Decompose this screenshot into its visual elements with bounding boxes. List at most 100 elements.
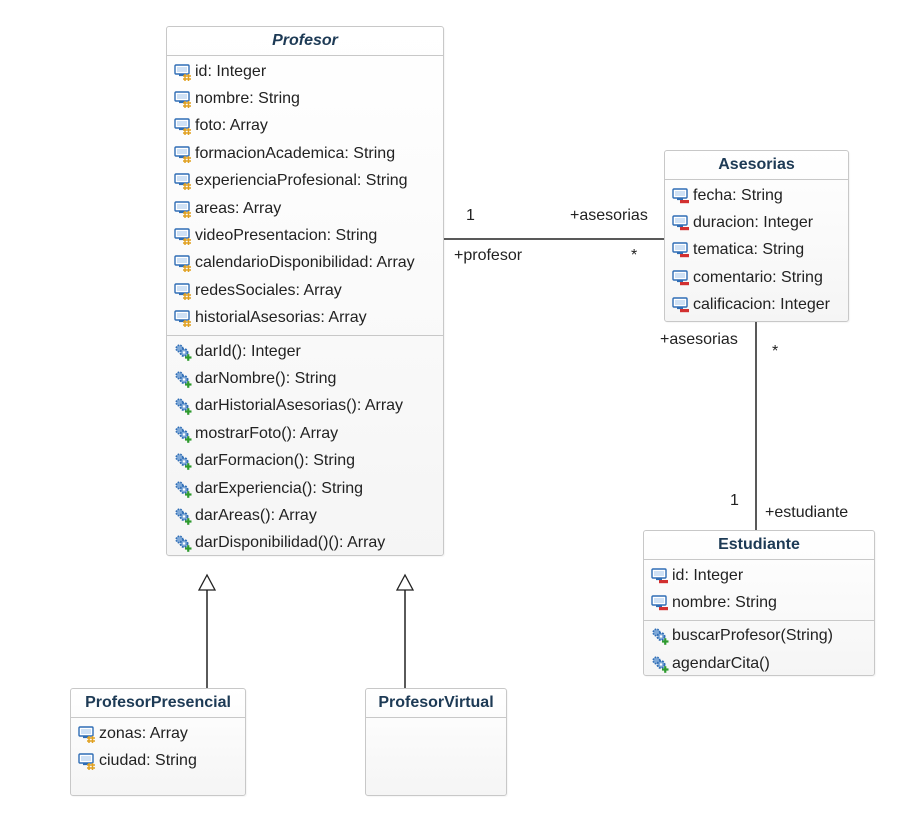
- attribute-text: calendarioDisponibilidad: Array: [195, 254, 415, 272]
- protected-attribute-icon: [174, 200, 192, 218]
- protected-attribute-icon: [174, 282, 192, 300]
- operations-section: buscarProfesor(String) agendarCita(): [644, 619, 874, 681]
- operation-text: buscarProfesor(String): [672, 627, 833, 645]
- attribute-row[interactable]: formacionAcademica: String: [167, 140, 443, 167]
- public-operation-icon: [174, 425, 192, 443]
- asesorias-multiplicity-bottom: *: [772, 343, 779, 360]
- operation-text: mostrarFoto(): Array: [195, 424, 339, 442]
- protected-attribute-icon: [174, 254, 192, 273]
- private-attribute-icon: [672, 269, 690, 287]
- attribute-row[interactable]: calificacion: Integer: [665, 292, 848, 319]
- attribute-text: foto: Array: [195, 117, 268, 135]
- attribute-row[interactable]: videoPresentacion: String: [167, 222, 443, 249]
- attribute-row[interactable]: zonas: Array: [71, 720, 245, 747]
- private-attribute-icon: [672, 296, 690, 314]
- attribute-text: id: Integer: [195, 62, 267, 80]
- class-name: ProfesorPresencial: [71, 689, 245, 718]
- public-operation-icon: [174, 370, 192, 388]
- estudiante-role: +estudiante: [765, 504, 849, 521]
- public-operation-icon: [651, 655, 669, 673]
- asesorias-multiplicity-top: *: [631, 247, 638, 264]
- class-name: ProfesorVirtual: [366, 689, 506, 718]
- operation-text: darHistorialAsesorias(): Array: [195, 397, 404, 415]
- protected-attribute-icon: [174, 90, 192, 109]
- protected-attribute-icon: [78, 725, 96, 743]
- attributes-section: zonas: Array ciudad: String: [71, 718, 245, 778]
- attribute-row[interactable]: id: Integer: [167, 58, 443, 85]
- operation-row[interactable]: darExperiencia(): String: [167, 475, 443, 502]
- operation-text: darFormacion(): String: [195, 452, 356, 470]
- operation-row[interactable]: darHistorialAsesorias(): Array: [167, 393, 443, 420]
- class-profesor[interactable]: Profesor id: Integer nombre: String foto…: [166, 26, 444, 556]
- private-attribute-icon: [672, 241, 690, 259]
- operation-row[interactable]: darFormacion(): String: [167, 447, 443, 474]
- attribute-row[interactable]: experienciaProfesional: String: [167, 168, 443, 195]
- protected-attribute-icon: [174, 172, 192, 191]
- attribute-row[interactable]: historialAsesorias: Array: [167, 305, 443, 332]
- attribute-text: redesSociales: Array: [195, 281, 342, 299]
- attribute-row[interactable]: id: Integer: [644, 562, 874, 589]
- attribute-text: ciudad: String: [99, 752, 197, 770]
- class-name: Estudiante: [644, 531, 874, 560]
- generalization-arrowhead-presencial: [197, 573, 217, 591]
- attribute-row[interactable]: areas: Array: [167, 195, 443, 222]
- attribute-text: areas: Array: [195, 199, 282, 217]
- operation-row[interactable]: agendarCita(): [644, 650, 874, 677]
- attribute-row[interactable]: foto: Array: [167, 113, 443, 140]
- operation-row[interactable]: buscarProfesor(String): [644, 623, 874, 650]
- attribute-text: id: Integer: [672, 566, 744, 584]
- asesorias-role-top: +asesorias: [570, 207, 648, 224]
- attribute-text: nombre: String: [672, 594, 777, 612]
- attribute-row[interactable]: duracion: Integer: [665, 209, 848, 236]
- operation-text: darDisponibilidad()(): Array: [195, 534, 386, 552]
- operation-row[interactable]: darAreas(): Array: [167, 502, 443, 529]
- operation-text: darNombre(): String: [195, 369, 337, 387]
- protected-attribute-icon: [174, 117, 192, 136]
- class-asesorias[interactable]: Asesorias fecha: String duracion: Intege…: [664, 150, 849, 322]
- attribute-text: experienciaProfesional: String: [195, 172, 408, 190]
- attribute-row[interactable]: comentario: String: [665, 264, 848, 291]
- operations-section: darId(): Integer darNombre(): String dar…: [167, 334, 443, 560]
- attribute-row[interactable]: ciudad: String: [71, 747, 245, 774]
- class-profesor-presencial[interactable]: ProfesorPresencial zonas: Array ciudad: …: [70, 688, 246, 796]
- private-attribute-icon: [672, 214, 690, 232]
- generalization-arrowhead-virtual: [395, 573, 415, 591]
- attribute-row[interactable]: tematica: String: [665, 237, 848, 264]
- attribute-text: fecha: String: [693, 186, 783, 204]
- attribute-text: zonas: Array: [99, 724, 188, 742]
- class-estudiante[interactable]: Estudiante id: Integer nombre: String bu…: [643, 530, 875, 676]
- operation-row[interactable]: darId(): Integer: [167, 338, 443, 365]
- attribute-text: calificacion: Integer: [693, 296, 830, 314]
- class-profesor-virtual[interactable]: ProfesorVirtual: [365, 688, 507, 796]
- operation-text: darId(): Integer: [195, 342, 301, 360]
- private-attribute-icon: [672, 187, 690, 205]
- public-operation-icon: [174, 397, 192, 416]
- attribute-text: nombre: String: [195, 90, 300, 108]
- operation-text: darAreas(): Array: [195, 506, 317, 524]
- operation-row[interactable]: darDisponibilidad()(): Array: [167, 530, 443, 557]
- profesor-role: +profesor: [454, 247, 523, 264]
- attribute-text: videoPresentacion: String: [195, 227, 378, 245]
- public-operation-icon: [174, 480, 192, 498]
- operation-text: agendarCita(): [672, 654, 770, 672]
- public-operation-icon: [651, 627, 669, 646]
- protected-attribute-icon: [174, 309, 192, 328]
- protected-attribute-icon: [174, 145, 192, 163]
- attribute-row[interactable]: calendarioDisponibilidad: Array: [167, 250, 443, 277]
- attribute-text: historialAsesorias: Array: [195, 309, 367, 327]
- attribute-text: formacionAcademica: String: [195, 144, 396, 162]
- operation-row[interactable]: darNombre(): String: [167, 365, 443, 392]
- attribute-row[interactable]: redesSociales: Array: [167, 277, 443, 304]
- attributes-section: id: Integer nombre: String foto: Array f…: [167, 56, 443, 335]
- private-attribute-icon: [651, 594, 669, 612]
- attribute-row[interactable]: nombre: String: [644, 589, 874, 616]
- protected-attribute-icon: [174, 227, 192, 246]
- operation-row[interactable]: mostrarFoto(): Array: [167, 420, 443, 447]
- public-operation-icon: [174, 343, 192, 361]
- public-operation-icon: [174, 534, 192, 553]
- attribute-row[interactable]: fecha: String: [665, 182, 848, 209]
- attribute-text: tematica: String: [693, 241, 805, 259]
- attribute-row[interactable]: nombre: String: [167, 85, 443, 112]
- profesor-multiplicity: 1: [466, 207, 475, 224]
